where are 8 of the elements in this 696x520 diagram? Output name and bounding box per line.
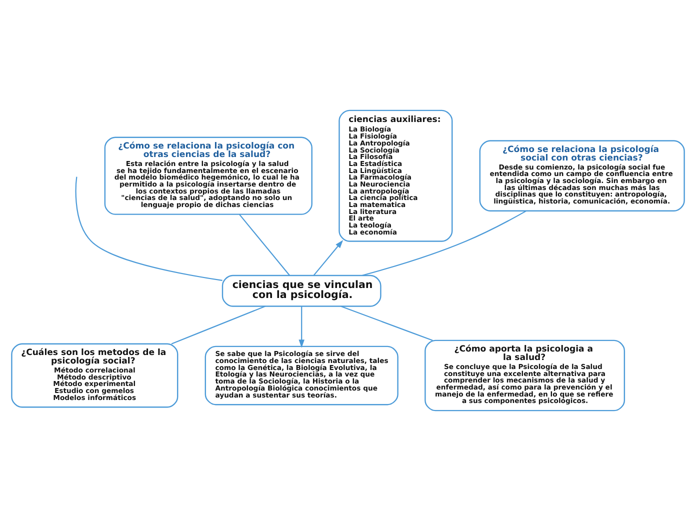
connector xyxy=(239,214,290,276)
connector xyxy=(75,176,222,281)
connector xyxy=(362,210,527,276)
connector xyxy=(340,305,433,340)
arrow xyxy=(298,306,304,348)
arrow xyxy=(313,240,344,276)
connector xyxy=(171,305,266,344)
node-box: ciencias que se vinculan con la psicología. xyxy=(222,274,382,306)
